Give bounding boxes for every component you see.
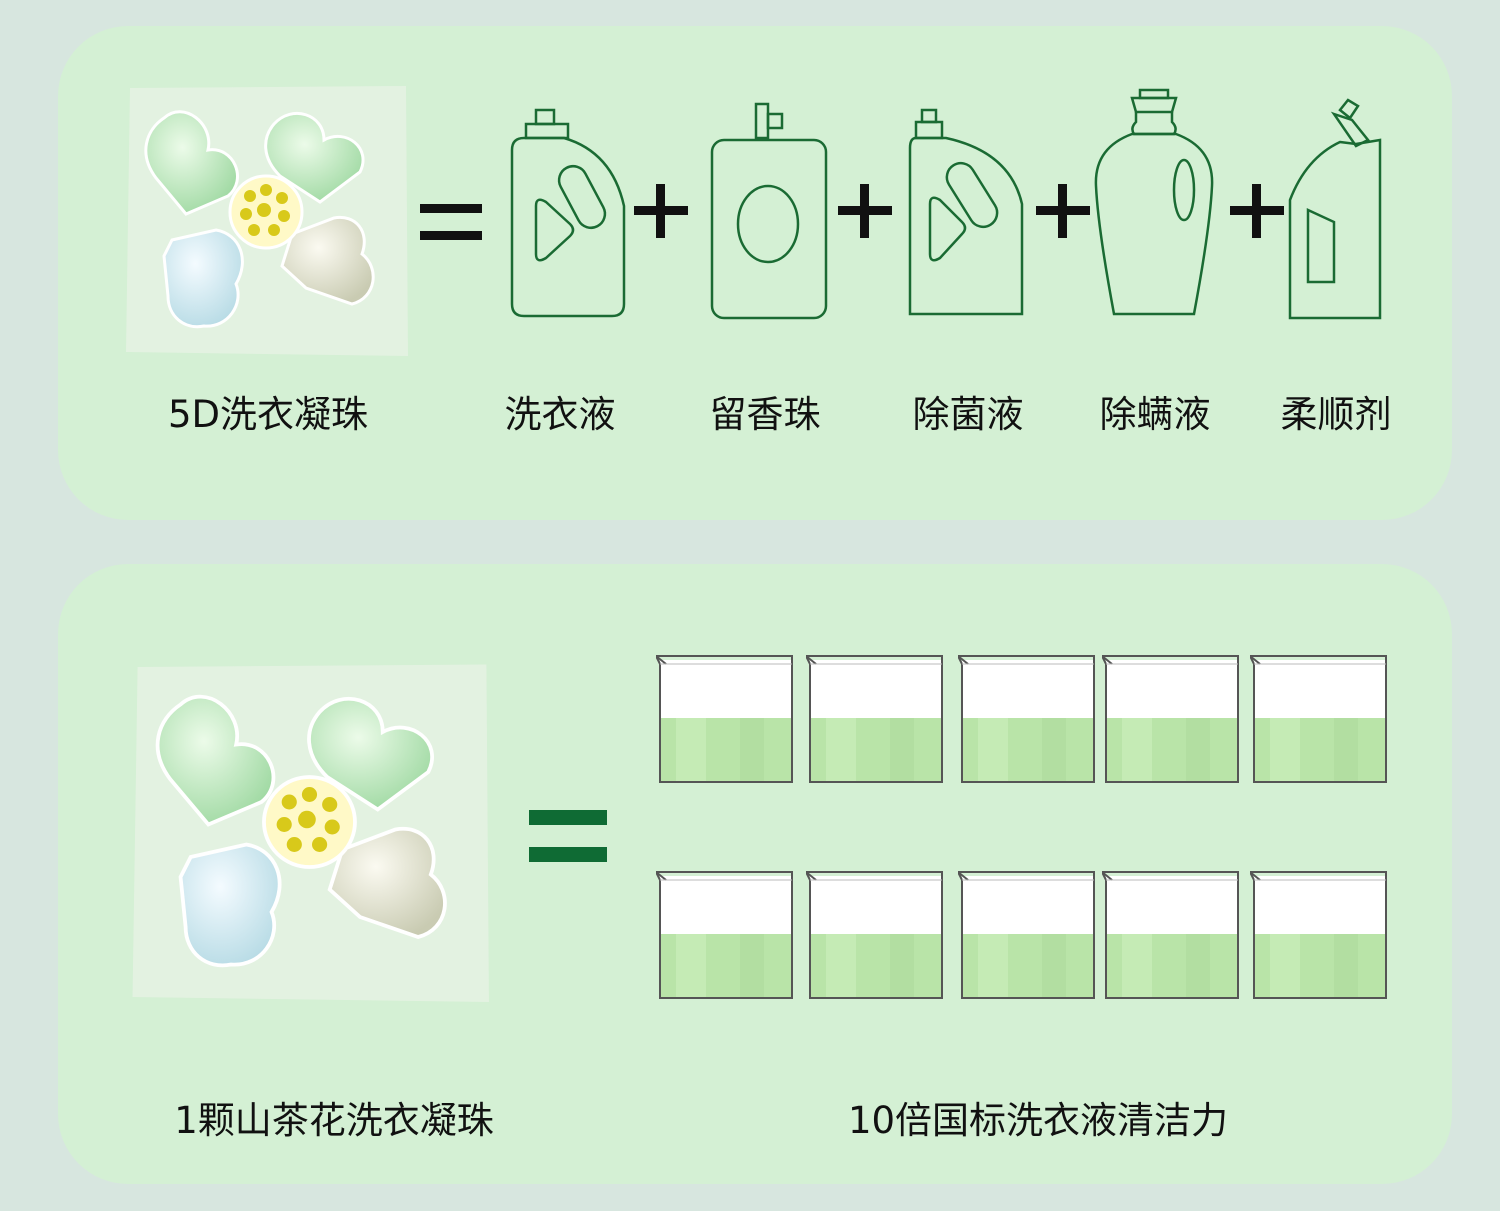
beaker-icon [1102, 655, 1239, 783]
beaker-icon [1102, 871, 1239, 999]
equals-sign [529, 808, 607, 864]
plus-sign [634, 184, 688, 238]
laundry-pod-image [126, 86, 408, 356]
beaker-icon [656, 655, 793, 783]
result-label: 10倍国标洗衣液清洁力 [847, 1099, 1229, 1142]
beaker-icon [806, 871, 943, 999]
beaker-icon [1250, 871, 1387, 999]
plus-sign [1230, 184, 1284, 238]
item-label-laundry-detergent: 洗衣液 [504, 393, 616, 436]
equals-sign [420, 200, 482, 244]
beaker-icon [958, 655, 1095, 783]
item-label-softener: 柔顺剂 [1280, 393, 1392, 436]
anti-mite-bottle-icon [1094, 88, 1214, 316]
item-label-disinfectant: 除菌液 [912, 393, 1024, 436]
plus-sign [1036, 184, 1090, 238]
item-label-anti-mite: 除螨液 [1099, 393, 1211, 436]
pod-label: 1颗山茶花洗衣凝珠 [174, 1099, 494, 1142]
pod-label: 5D洗衣凝珠 [167, 393, 369, 436]
laundry-pod-image [132, 664, 489, 1002]
beaker-icon [806, 655, 943, 783]
beaker-icon [656, 871, 793, 999]
beaker-icon [1250, 655, 1387, 783]
item-label-scent-beads: 留香珠 [709, 393, 821, 436]
plus-sign [838, 184, 892, 238]
laundry-detergent-bottle-icon [510, 108, 626, 318]
beaker-icon [958, 871, 1095, 999]
scent-beads-bottle-icon [710, 102, 828, 320]
softener-bottle-icon [1288, 98, 1382, 320]
disinfectant-bottle-icon [908, 108, 1024, 316]
